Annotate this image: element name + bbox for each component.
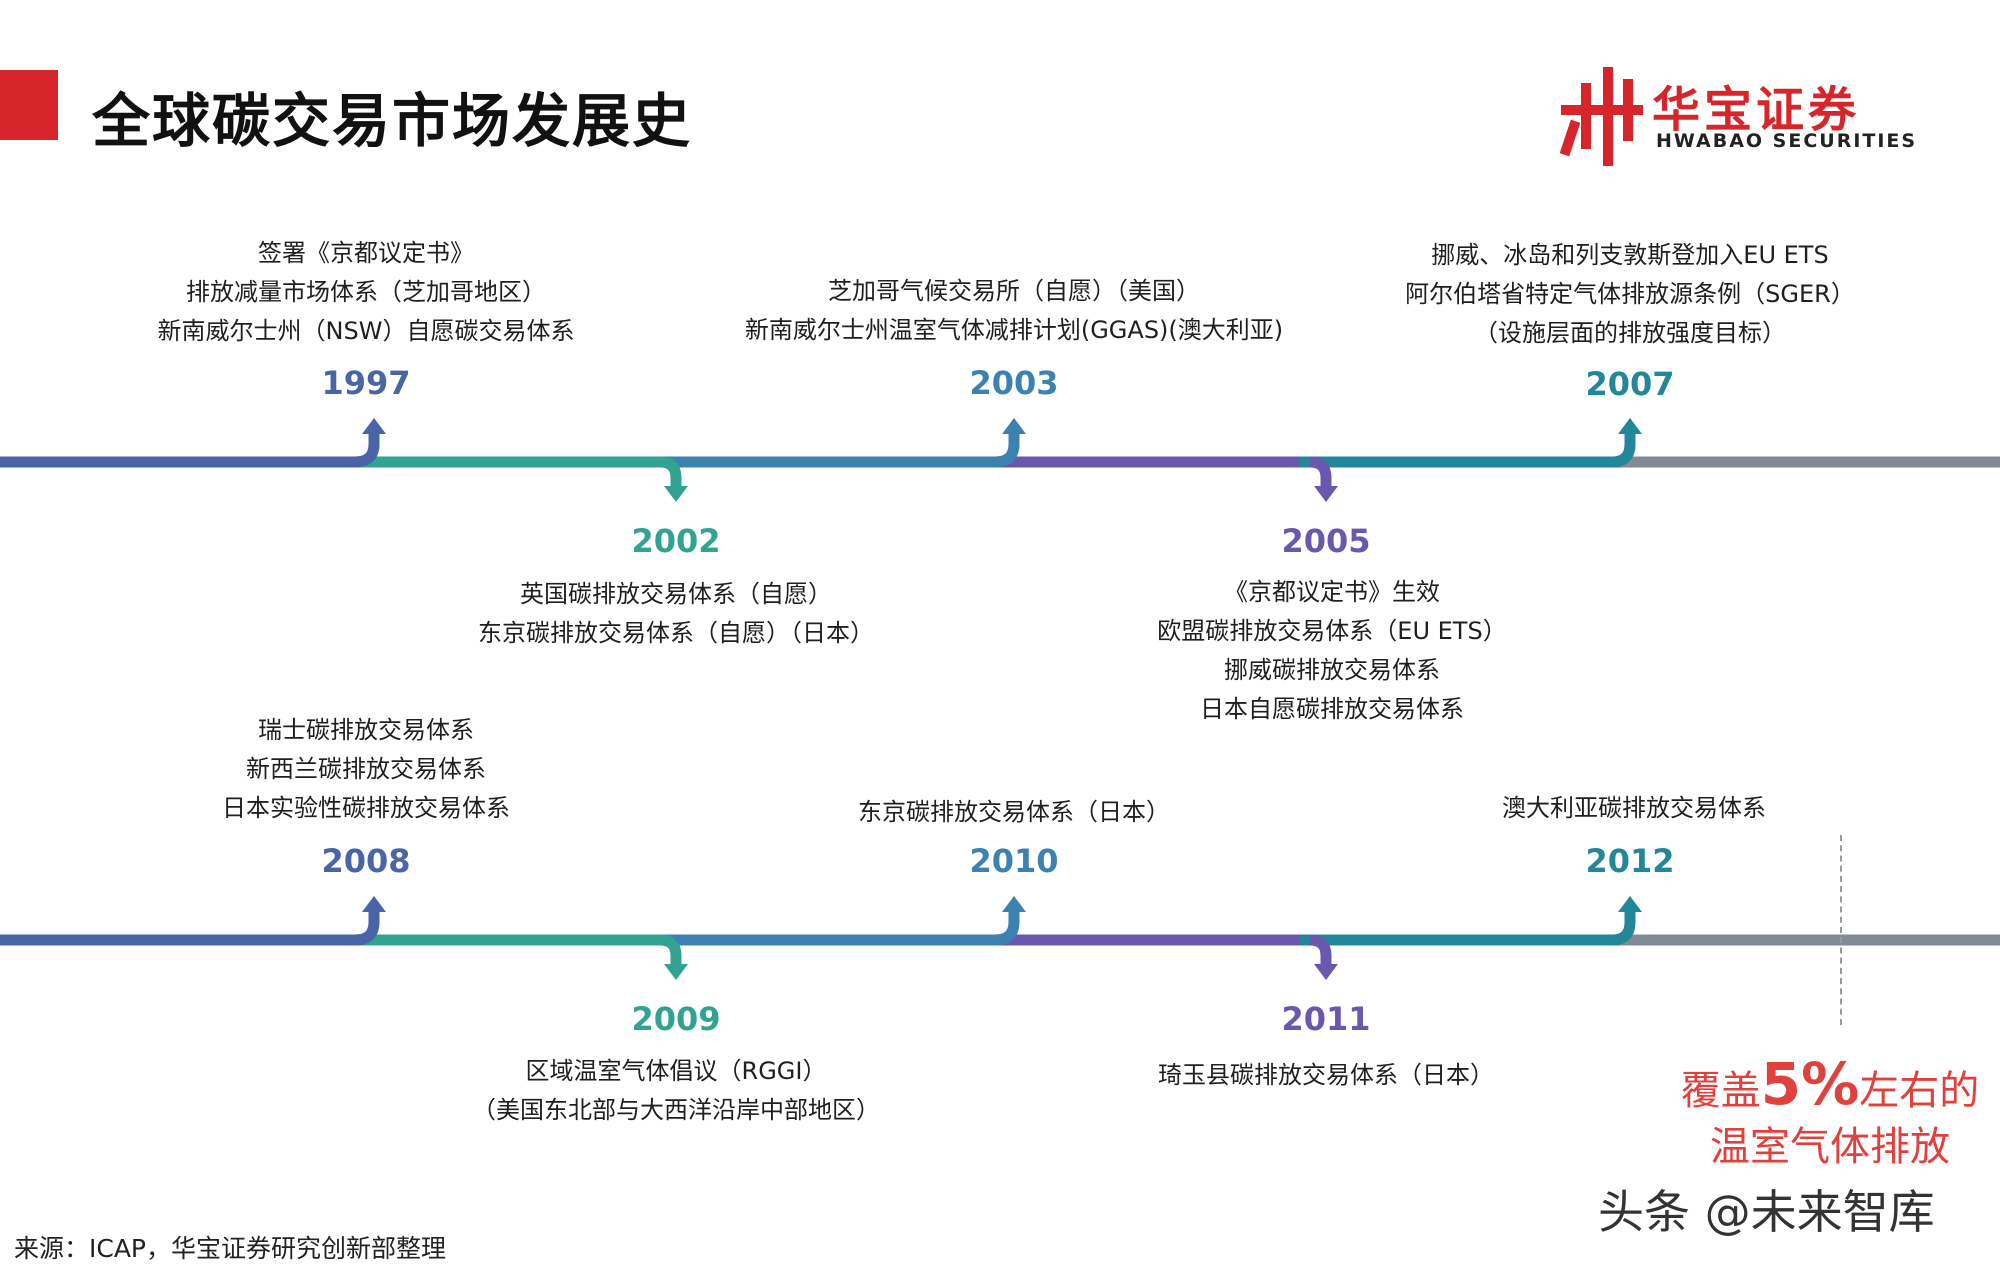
event-2010-text: 东京碳排放交易体系（日本） [694, 793, 1334, 832]
event-line: 排放减量市场体系（芝加哥地区） [186, 278, 546, 306]
event-line: 澳大利亚碳排放交易体系 [1502, 794, 1766, 822]
event-line: 东京碳排放交易体系（自愿）（日本） [478, 619, 874, 647]
brand-logo: 华宝证券 HWABAO SECURITIES [1560, 66, 1920, 166]
event-line: 芝加哥气候交易所（自愿）（美国） [828, 277, 1200, 305]
year-2012: 2012 [1585, 842, 1675, 880]
source-note: 来源：ICAP，华宝证券研究创新部整理 [14, 1234, 447, 1263]
event-line: 新西兰碳排放交易体系 [246, 755, 486, 783]
event-2007-text: 挪威、冰岛和列支敦斯登加入EU ETS 阿尔伯塔省特定气体排放源条例（SGER）… [1310, 236, 1950, 353]
year-2010: 2010 [969, 842, 1059, 880]
event-2005-text: 《京都议定书》生效 欧盟碳排放交易体系（EU ETS） 挪威碳排放交易体系 日本… [1012, 573, 1652, 729]
timeline-row-2 [0, 880, 2000, 1000]
event-line: 阿尔伯塔省特定气体排放源条例（SGER） [1405, 280, 1855, 308]
page-title: 全球碳交易市场发展史 [92, 87, 693, 155]
event-line: 挪威碳排放交易体系 [1224, 656, 1440, 684]
event-line: （美国东北部与大西洋沿岸中部地区） [472, 1096, 880, 1124]
year-2007: 2007 [1585, 365, 1675, 403]
coverage-callout: 覆盖5%左右的 温室气体排放 [1660, 1055, 2000, 1175]
event-line: 琦玉县碳排放交易体系（日本） [1158, 1061, 1494, 1089]
event-line: 英国碳排放交易体系（自愿） [520, 580, 832, 608]
year-2002: 2002 [631, 522, 721, 560]
event-line: 新南威尔士州温室气体减排计划(GGAS)(澳大利亚) [744, 316, 1284, 344]
event-line: 《京都议定书》生效 [1224, 578, 1440, 606]
event-1997-text: 签署《京都议定书》 排放减量市场体系（芝加哥地区） 新南威尔士州（NSW）自愿碳… [46, 234, 686, 351]
event-line: 签署《京都议定书》 [258, 239, 474, 267]
timeline-row-1 [0, 402, 2000, 522]
year-2005: 2005 [1281, 522, 1371, 560]
year-2011: 2011 [1281, 1000, 1371, 1038]
event-line: （设施层面的排放强度目标） [1474, 319, 1786, 347]
year-2009: 2009 [631, 1000, 721, 1038]
event-2003-text: 芝加哥气候交易所（自愿）（美国） 新南威尔士州温室气体减排计划(GGAS)(澳大… [694, 272, 1334, 350]
year-2008: 2008 [321, 842, 411, 880]
title-accent-bar [0, 70, 58, 140]
event-2002-text: 英国碳排放交易体系（自愿） 东京碳排放交易体系（自愿）（日本） [356, 575, 996, 653]
event-line: 瑞士碳排放交易体系 [258, 716, 474, 744]
year-1997: 1997 [321, 364, 411, 402]
logo-english-name: HWABAO SECURITIES [1656, 130, 1918, 152]
coverage-line-1: 覆盖5%左右的 [1660, 1055, 2000, 1119]
event-2012-text: 澳大利亚碳排放交易体系 [1314, 789, 1954, 828]
event-line: 日本自愿碳排放交易体系 [1200, 695, 1464, 723]
event-line: 区域温室气体倡议（RGGI） [525, 1057, 827, 1085]
event-line: 挪威、冰岛和列支敦斯登加入EU ETS [1431, 241, 1829, 269]
coverage-suffix: 左右的 [1859, 1068, 1980, 1114]
year-2003: 2003 [969, 364, 1059, 402]
hwabao-mark-icon [1560, 67, 1643, 166]
event-2011-text: 琦玉县碳排放交易体系（日本） [1006, 1056, 1646, 1095]
coverage-line-2: 温室气体排放 [1710, 1124, 1950, 1170]
event-line: 新南威尔士州（NSW）自愿碳交易体系 [157, 317, 575, 345]
logo-chinese-name: 华宝证券 [1652, 82, 1861, 138]
coverage-percent: 5% [1760, 1050, 1860, 1118]
event-line: 东京碳排放交易体系（日本） [858, 798, 1170, 826]
coverage-prefix: 覆盖 [1680, 1068, 1761, 1114]
event-2009-text: 区域温室气体倡议（RGGI） （美国东北部与大西洋沿岸中部地区） [356, 1052, 996, 1130]
dashed-divider [1840, 835, 1842, 1025]
event-line: 欧盟碳排放交易体系（EU ETS） [1157, 617, 1507, 645]
watermark: 头条 @未来智库 [1598, 1185, 1935, 1239]
event-2008-text: 瑞士碳排放交易体系 新西兰碳排放交易体系 日本实验性碳排放交易体系 [46, 711, 686, 828]
event-line: 日本实验性碳排放交易体系 [222, 794, 510, 822]
